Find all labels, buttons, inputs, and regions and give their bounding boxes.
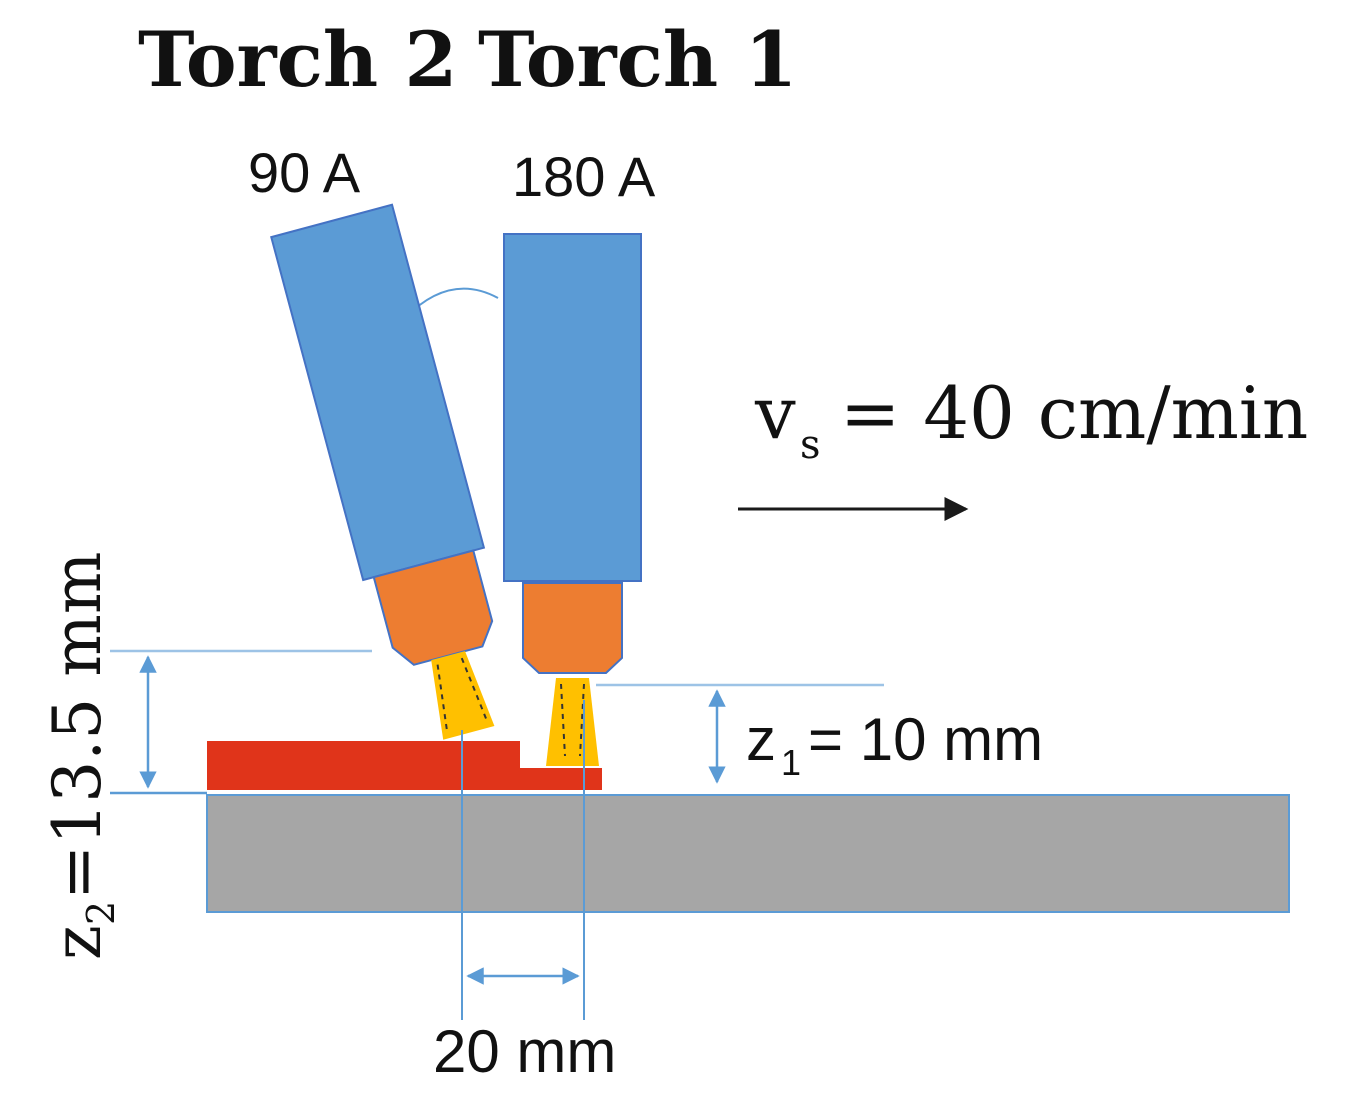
- z2-value: =13.5 mm: [39, 552, 116, 900]
- torch1: [503, 233, 642, 766]
- torch2-title: Torch 2: [138, 15, 457, 104]
- speed-value: = 40 cm/min: [840, 371, 1308, 455]
- torch2-arc: [431, 651, 495, 740]
- torch2-nozzle: [372, 549, 494, 666]
- torch2-current-label: 90 A: [248, 141, 361, 204]
- torch1-current-label: 180 A: [512, 145, 656, 208]
- z1-label: z 1 = 10 mm: [746, 706, 1043, 783]
- torch1-nozzle: [522, 582, 623, 674]
- z2-subscript: 2: [79, 901, 123, 925]
- torch2-body: [270, 203, 486, 582]
- speed-symbol: v: [754, 371, 796, 455]
- torch1-title: Torch 1: [478, 15, 797, 104]
- deposited-layer: [207, 741, 602, 790]
- torch1-arc: [546, 678, 599, 766]
- z2-label: z 2 =13.5 mm: [39, 552, 123, 960]
- speed-subscript: s: [800, 422, 821, 468]
- torch2: [270, 203, 495, 740]
- z1-subscript: 1: [781, 742, 801, 783]
- travel-speed-label: v s = 40 cm/min: [754, 371, 1308, 468]
- torch2-arc-lines: [436, 657, 488, 731]
- spacing-label: 20 mm: [433, 1018, 616, 1085]
- z1-value: = 10 mm: [808, 706, 1043, 773]
- torch1-arc-lines: [560, 683, 585, 757]
- z2-symbol: z: [39, 925, 116, 960]
- substrate-plate: [206, 794, 1290, 913]
- z1-symbol: z: [746, 706, 776, 773]
- torch1-body: [503, 233, 642, 582]
